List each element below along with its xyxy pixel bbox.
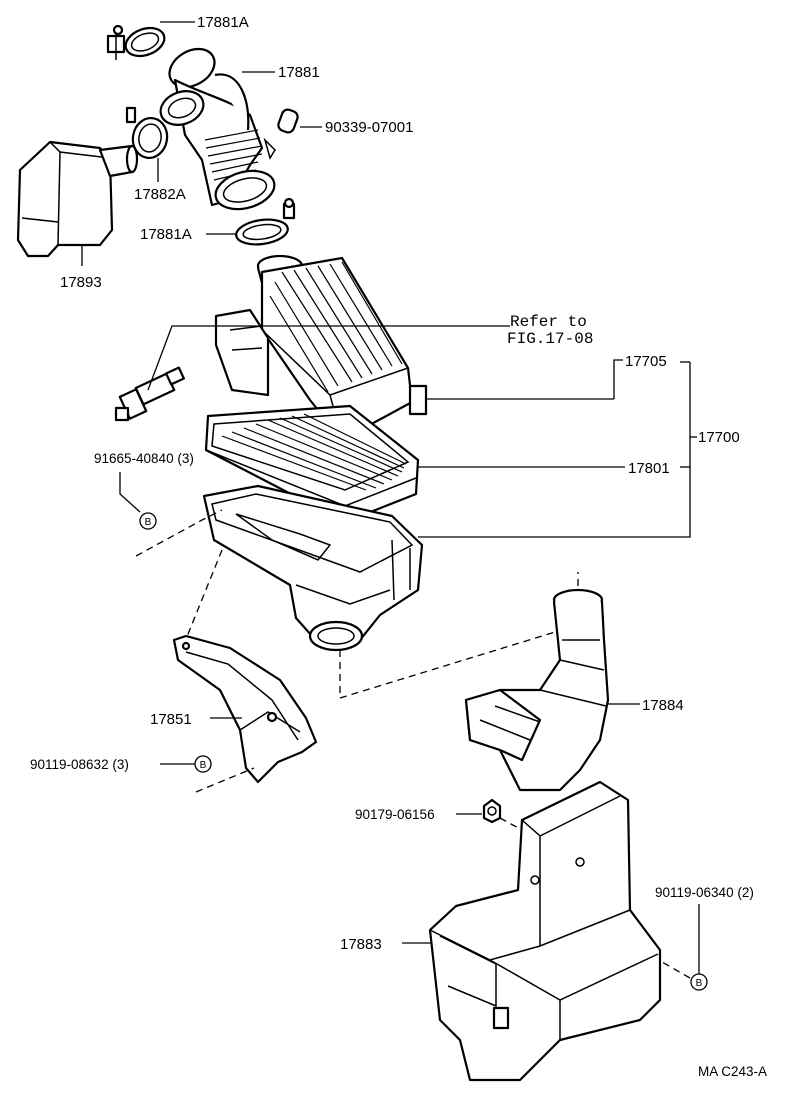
label-91665: 91665-40840 (3) [94, 451, 194, 466]
sensor-connector [114, 366, 185, 422]
bracket-17700 [418, 362, 691, 538]
label-17851: 17851 [150, 711, 192, 728]
intake-hose [159, 47, 276, 211]
dashed-91665 [135, 509, 223, 557]
label-17883: 17883 [340, 936, 382, 953]
svg-text:B: B [145, 517, 152, 528]
label-90339: 90339-07001 [325, 119, 413, 136]
callout-b-90119-08632: B [194, 755, 212, 773]
label-17700: 17700 [698, 429, 740, 446]
label-90179: 90179-06156 [355, 807, 435, 822]
air-cleaner-case [202, 484, 424, 652]
label-17801: 17801 [628, 460, 670, 477]
label-refer-to: Refer to [510, 313, 587, 331]
dashed-90119-08632 [195, 767, 255, 793]
leader-refer-fig [147, 325, 510, 391]
air-cleaner-box [428, 780, 662, 1082]
air-duct [464, 588, 610, 792]
bracket-17705 [613, 359, 623, 399]
nut-90179 [482, 798, 502, 824]
dashed-case-shield [183, 549, 223, 645]
hose-clamp-top [106, 24, 166, 60]
svg-text:B: B [200, 760, 207, 771]
resonator-17893 [16, 140, 139, 258]
dashed-90119-06340 [661, 961, 691, 979]
label-refer-fig: FIG.17-08 [507, 330, 593, 348]
leader-91665 [119, 472, 141, 513]
hose-clamp-17882A [125, 106, 169, 160]
svg-text:B: B [696, 978, 703, 989]
label-90119-06340: 90119-06340 (2) [655, 885, 754, 900]
air-cleaner-cap [214, 254, 428, 442]
label-17884: 17884 [642, 697, 684, 714]
label-17881: 17881 [278, 64, 320, 81]
label-17893: 17893 [60, 274, 102, 291]
hose-clamp-bottom [235, 197, 296, 246]
heat-shield [172, 634, 318, 784]
callout-b-91665: B [139, 512, 157, 530]
label-17705: 17705 [625, 353, 667, 370]
label-17882A: 17882A [134, 186, 186, 203]
dashed-90179 [499, 817, 523, 831]
bolt-90339 [263, 108, 299, 160]
label-17881A-top: 17881A [197, 14, 249, 31]
diagram-code: MA C243-A [698, 1064, 767, 1079]
label-17881A-bottom: 17881A [140, 226, 192, 243]
callout-b-90119-06340: B [690, 973, 708, 991]
label-90119-08632: 90119-08632 (3) [30, 757, 129, 772]
dashed-case-duct [339, 572, 579, 699]
